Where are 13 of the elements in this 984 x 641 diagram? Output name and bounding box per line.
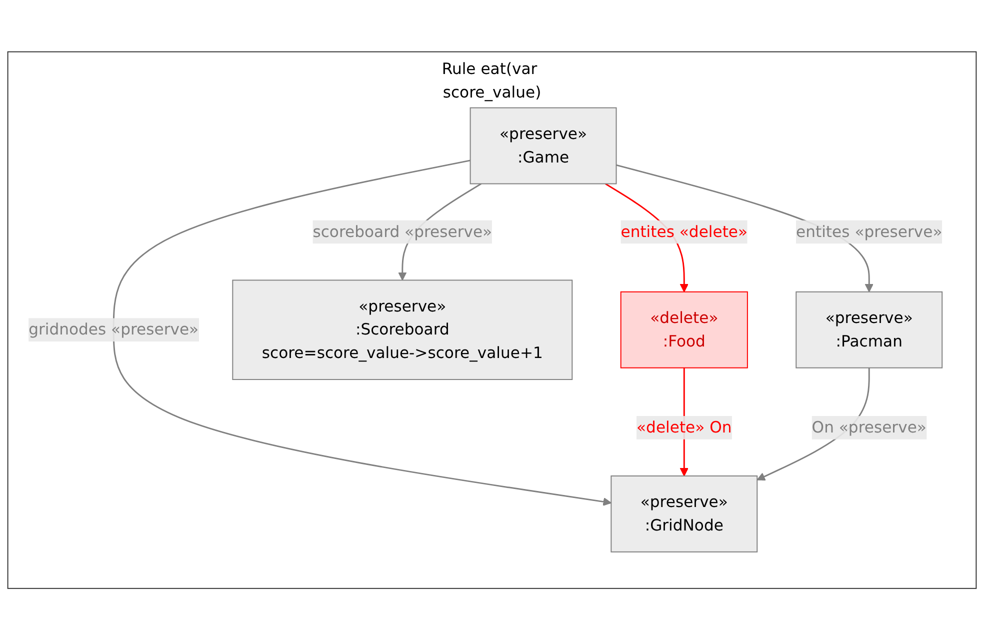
- node-box: «preserve» :Pacman: [796, 292, 943, 369]
- arrow: [112, 160, 612, 506]
- edge-label: scoreboard «preserve»: [312, 222, 492, 242]
- edge-label: entites «delete»: [620, 222, 748, 242]
- edge-label: entites «preserve»: [796, 222, 942, 242]
- edge-label: «delete» On: [636, 418, 732, 437]
- node-box: «preserve» :GridNode: [610, 476, 758, 553]
- edge-label: gridnodes «preserve»: [28, 320, 199, 340]
- node-box: «preserve» :Game: [470, 108, 617, 185]
- arrow: [616, 164, 874, 293]
- node-box: «delete» :Food: [620, 292, 748, 369]
- node-box: «preserve» :Scoreboard score=score_value->score_value+1: [232, 280, 573, 380]
- edge-label: On «preserve»: [812, 418, 926, 437]
